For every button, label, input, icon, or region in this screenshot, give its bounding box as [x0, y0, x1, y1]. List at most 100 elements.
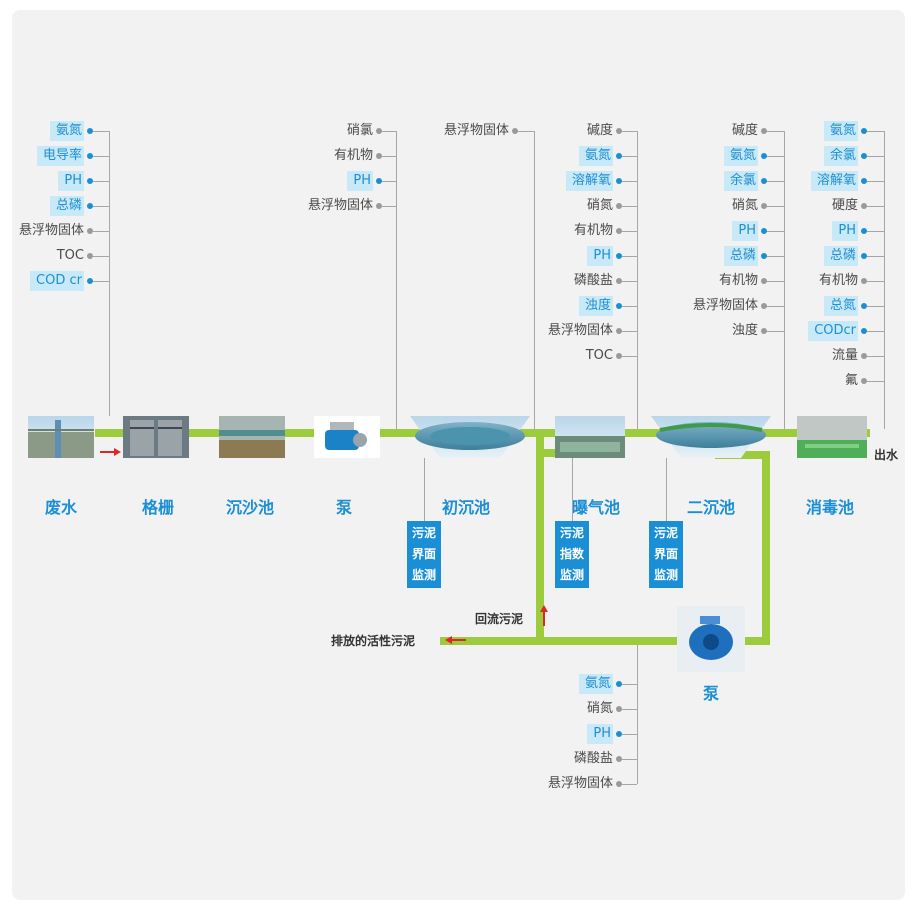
param-leader-line	[382, 131, 396, 132]
param-leader-line	[93, 231, 109, 232]
param-leader-line	[93, 206, 109, 207]
param-dot	[616, 303, 622, 309]
param-leader-line	[867, 181, 884, 182]
param-label-wastewater: TOC	[56, 248, 84, 263]
param-dot	[616, 278, 622, 284]
param-dot	[761, 228, 767, 234]
disinfection-tank-image	[797, 416, 867, 458]
return-sludge-label: 回流污泥	[475, 612, 524, 626]
param-label-disinfection: 硬度	[831, 198, 858, 213]
stage-name-grid: 格栅	[142, 498, 175, 517]
param-leader-line	[767, 256, 784, 257]
param-leader-line	[622, 684, 637, 685]
pump2-image	[677, 606, 745, 672]
param-leader-line	[767, 156, 784, 157]
param-leader-line	[767, 231, 784, 232]
param-label-wastewater: 总磷	[49, 196, 84, 216]
param-trunk-line	[784, 131, 785, 429]
param-label-secondary: 有机物	[718, 273, 758, 288]
param-label-aeration: 有机物	[573, 223, 613, 238]
stage-name-grit: 沉沙池	[226, 498, 275, 517]
param-label-pump1: PH	[347, 171, 373, 191]
param-dot	[761, 178, 767, 184]
param-leader-line	[622, 331, 637, 332]
discharge-sludge-label: 排放的活性污泥	[331, 634, 416, 648]
param-label-disinfection: 总磷	[823, 246, 858, 266]
param-label-secondary: 浊度	[731, 323, 758, 338]
param-label-pump1: 悬浮物固体	[307, 198, 373, 213]
param-label-sludge: PH	[587, 724, 613, 744]
monitor-line: 界面	[411, 547, 436, 561]
stage-name-pump2: 泵	[703, 684, 720, 703]
monitor-line: 监测	[411, 568, 436, 582]
param-leader-line	[93, 281, 109, 282]
param-leader-line	[767, 131, 784, 132]
param-leader-line	[622, 281, 637, 282]
param-leader-line	[767, 331, 784, 332]
param-label-disinfection: 氟	[844, 373, 858, 388]
param-dot	[761, 253, 767, 259]
monitor-line: 污泥	[559, 526, 584, 540]
grit-chamber-image	[219, 416, 285, 458]
param-label-aeration: 氨氮	[578, 146, 613, 166]
grid-image	[123, 416, 189, 458]
param-dot	[861, 353, 867, 359]
param-dot	[761, 203, 767, 209]
param-label-secondary: 悬浮物固体	[692, 298, 758, 313]
param-trunk-line	[396, 131, 397, 429]
param-leader-line	[867, 206, 884, 207]
primary-sludge-monitor-box: 污泥 界面 监测	[407, 521, 441, 588]
param-label-aeration: 硝氮	[586, 198, 613, 213]
param-dot	[861, 203, 867, 209]
param-leader-line	[867, 356, 884, 357]
param-leader-line	[93, 181, 109, 182]
param-trunk-line	[109, 131, 110, 416]
param-leader-line	[382, 156, 396, 157]
param-leader-line	[867, 231, 884, 232]
param-leader-line	[622, 206, 637, 207]
return-sludge-arrow	[540, 605, 548, 626]
param-trunk-line	[637, 131, 638, 429]
param-leader-line	[382, 206, 396, 207]
param-leader-line	[622, 784, 637, 785]
monitor-line: 污泥	[653, 526, 678, 540]
param-label-sludge: 磷酸盐	[573, 751, 613, 766]
param-trunk-line	[884, 131, 885, 429]
param-dot	[761, 128, 767, 134]
param-dot	[87, 253, 93, 259]
param-leader-line	[867, 281, 884, 282]
param-label-wastewater: 氨氮	[49, 121, 84, 141]
param-dot	[761, 328, 767, 334]
param-leader-line	[767, 306, 784, 307]
monitor-line: 界面	[653, 547, 678, 561]
param-dot	[616, 253, 622, 259]
param-dot	[616, 353, 622, 359]
param-label-disinfection: PH	[832, 221, 858, 241]
param-label-secondary: 余氯	[723, 171, 758, 191]
param-leader-line	[767, 281, 784, 282]
param-trunk-line	[637, 645, 638, 784]
param-label-secondary: PH	[732, 221, 758, 241]
param-dot	[616, 756, 622, 762]
param-label-disinfection: 余氯	[823, 146, 858, 166]
param-leader-line	[382, 181, 396, 182]
param-dot	[861, 178, 867, 184]
aeration-tank-image	[555, 416, 625, 458]
param-label-secondary: 总磷	[723, 246, 758, 266]
stage-name-disinfection: 消毒池	[806, 498, 855, 517]
param-label-aeration: 浊度	[578, 296, 613, 316]
param-label-disinfection: 氨氮	[823, 121, 858, 141]
param-leader-line	[622, 156, 637, 157]
param-leader-line	[622, 131, 637, 132]
param-leader-line	[622, 734, 637, 735]
param-label-disinfection: 流量	[831, 348, 858, 363]
param-label-aeration: 磷酸盐	[573, 273, 613, 288]
param-leader-line	[622, 256, 637, 257]
param-dot	[87, 128, 93, 134]
param-dot	[616, 731, 622, 737]
param-dot	[861, 153, 867, 159]
stage-name-aeration: 曝气池	[572, 498, 621, 517]
param-label-aeration: PH	[587, 246, 613, 266]
param-leader-line	[93, 256, 109, 257]
